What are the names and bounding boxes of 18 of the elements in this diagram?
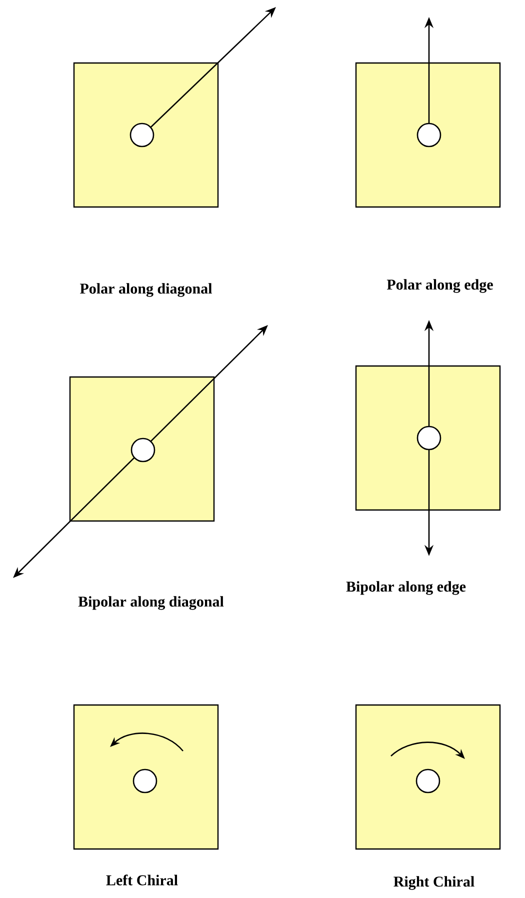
panel-label: Bipolar along diagonal [78, 596, 224, 610]
square [73, 62, 219, 208]
square [69, 376, 215, 522]
circle-marker [416, 122, 442, 148]
circle-marker [416, 768, 440, 794]
square [355, 704, 501, 850]
circle-marker [130, 438, 156, 462]
square [73, 704, 219, 850]
panel-label: Left Chiral [106, 874, 178, 886]
panel-label: Right Chiral [394, 876, 474, 890]
circle-marker [416, 426, 442, 450]
panel-label: Polar along diagonal [80, 283, 212, 297]
square [355, 62, 501, 208]
panel-label: Polar along edge [386, 279, 493, 293]
square [355, 365, 501, 511]
circle-marker [132, 768, 158, 794]
panel-label: Bipolar along edge [346, 581, 466, 595]
circle-marker [130, 122, 154, 148]
